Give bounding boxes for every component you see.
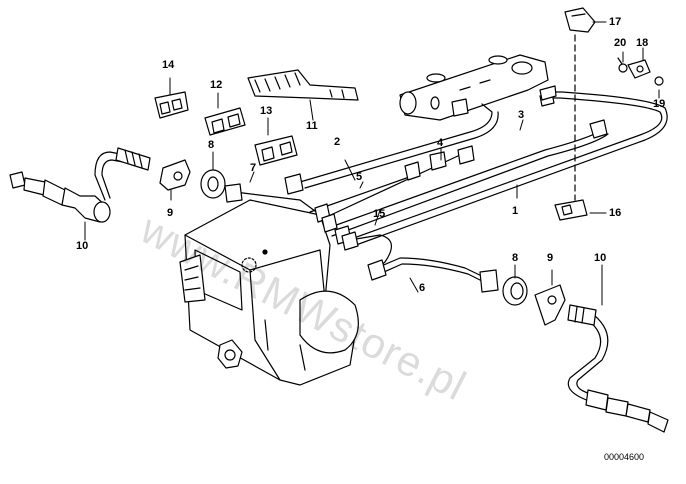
bracket-9-right: [534, 284, 566, 326]
callout-part-1: 1: [512, 205, 519, 217]
callout-part-10-right: 10: [594, 252, 607, 264]
callout-part-16: 16: [609, 207, 622, 219]
grommet-8-right: [502, 276, 528, 306]
clip-13: [254, 135, 298, 166]
clip-12: [204, 107, 246, 136]
brake-hose-right: [567, 304, 669, 433]
clip-16: [554, 199, 588, 221]
callout-part-6: 6: [419, 282, 426, 294]
callout-part-17: 17: [609, 16, 622, 28]
callout-part-15: 15: [373, 208, 386, 220]
callout-part-20: 20: [614, 37, 627, 49]
leader-lines: [84, 21, 660, 306]
line-fittings: [224, 85, 608, 293]
master-cylinder: [399, 54, 549, 121]
brake-hose-left: [9, 147, 151, 223]
fitting-18: [627, 59, 651, 79]
clip-14: [154, 91, 189, 119]
callout-part-11: 11: [306, 120, 318, 132]
callout-part-13: 13: [260, 105, 273, 117]
hydraulic-unit: [179, 199, 359, 386]
bolt-19: [654, 76, 664, 86]
callout-part-9-left: 9: [167, 207, 174, 219]
holder-11: [247, 69, 359, 101]
callout-part-12: 12: [210, 79, 223, 91]
callout-part-2: 2: [334, 136, 341, 148]
callout-part-19: 19: [653, 98, 666, 110]
callout-part-5: 5: [356, 171, 363, 183]
callout-part-9-right: 9: [547, 252, 554, 264]
leader-18-small: [617, 57, 623, 65]
bracket-9-left: [159, 159, 191, 191]
callout-part-7: 7: [250, 162, 257, 174]
callout-part-4: 4: [437, 137, 444, 149]
callout-part-10-left: 10: [76, 240, 89, 252]
callout-part-8-left: 8: [208, 139, 215, 151]
catalog-number: 00004600: [604, 452, 645, 462]
callout-part-8-right: 8: [512, 252, 519, 264]
callout-part-14: 14: [162, 59, 175, 71]
grommet-8-left: [200, 169, 226, 199]
bracket-17: [564, 7, 596, 33]
callout-part-18: 18: [636, 37, 649, 49]
callout-part-3: 3: [518, 109, 525, 121]
washer-20: [618, 63, 628, 73]
